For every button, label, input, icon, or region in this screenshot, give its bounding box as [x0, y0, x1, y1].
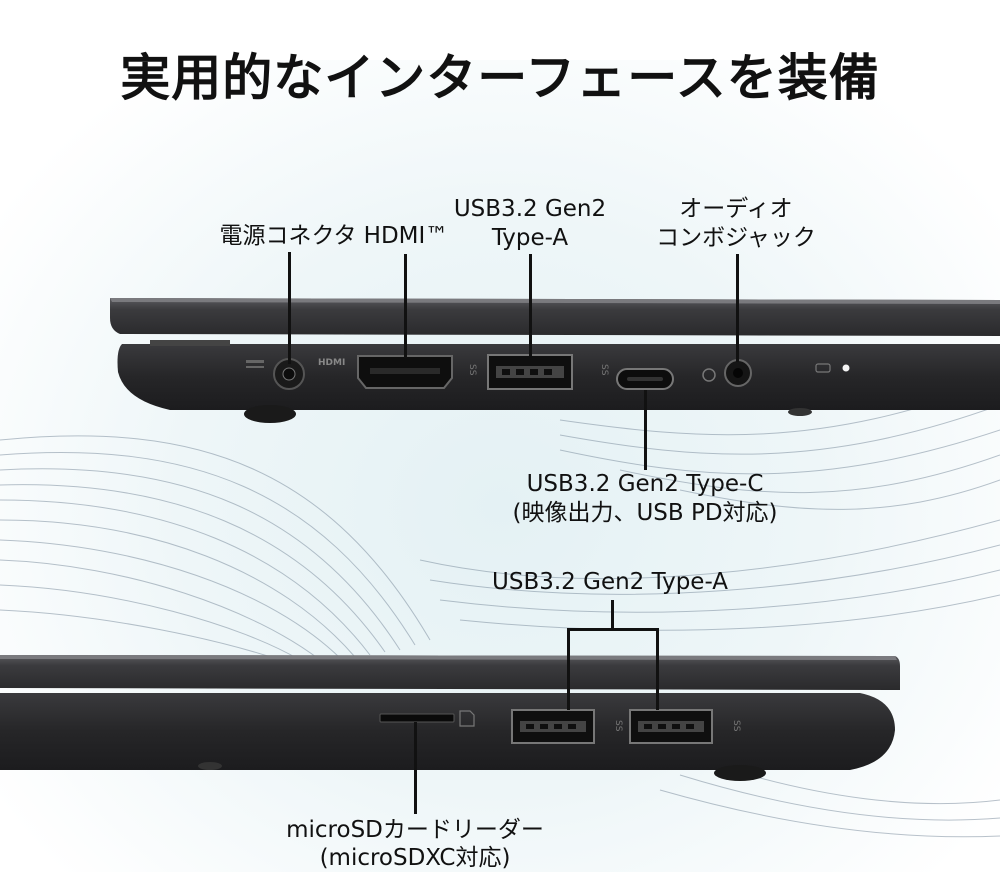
svg-text:SS: SS: [613, 720, 623, 732]
usba-bottom-callout-right: [656, 628, 659, 710]
hdmi-mark: HDMI: [318, 358, 345, 368]
usbc-label-line2: (映像出力、USB PD対応): [512, 500, 778, 526]
laptop-left-side: HDMI SS SS: [110, 298, 1000, 423]
hdmi-label: HDMI™: [363, 223, 449, 249]
svg-text:SS: SS: [731, 720, 741, 732]
usba-top-label-line1: USB3.2 Gen2: [453, 196, 607, 222]
microsd-label-line2: (microSDXC対応): [319, 845, 511, 871]
power-callout-line: [288, 252, 291, 364]
usba-top-callout-line: [529, 254, 532, 356]
usba-top-label-line2: Type-A: [491, 225, 569, 251]
audio-jack-label-line1: オーディオ: [679, 196, 793, 222]
page-title: 実用的なインターフェースを装備: [120, 48, 880, 107]
microsd-label-line1: microSDカードリーダー: [286, 817, 544, 843]
usbc-callout-line: [644, 390, 647, 470]
svg-text:SS: SS: [467, 364, 477, 376]
laptop-right-side: SS SS: [0, 655, 900, 781]
hdmi-callout-line: [404, 254, 407, 358]
audio-jack-label-line2: コンボジャック: [656, 225, 816, 251]
audio-callout-line: [736, 254, 739, 362]
power-connector-label: 電源コネクタ: [219, 223, 357, 249]
svg-text:SS: SS: [599, 364, 609, 376]
usba-bottom-callout-left: [567, 628, 570, 710]
usba-bottom-callout-top: [611, 600, 614, 630]
usba-bottom-label: USB3.2 Gen2 Type-A: [492, 569, 728, 595]
microsd-callout-line: [414, 722, 417, 814]
usbc-label-line1: USB3.2 Gen2 Type-C: [526, 471, 764, 497]
